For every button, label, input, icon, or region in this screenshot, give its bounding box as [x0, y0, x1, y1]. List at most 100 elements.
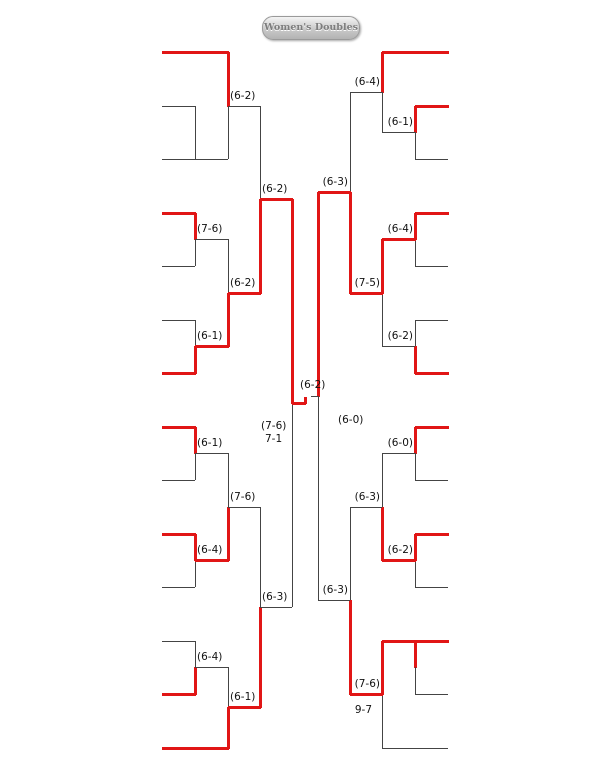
winner-path-line: [349, 192, 352, 294]
match-score: (6-1): [387, 116, 413, 129]
match-score: (7-6): [197, 223, 223, 236]
bracket-line: [162, 159, 228, 160]
bracket-line: [415, 239, 416, 266]
winner-path-line: [382, 238, 416, 242]
match-score: (6-2): [300, 379, 326, 392]
bracket-line: [415, 560, 416, 587]
winner-path-line: [415, 211, 449, 215]
winner-path-line: [414, 426, 417, 455]
match-score: (6-0): [387, 437, 413, 450]
bracket-line: [260, 506, 261, 608]
winner-path-line: [415, 532, 449, 536]
bracket-line: [292, 403, 293, 608]
winner-path-line: [162, 211, 196, 215]
match-score: (6-3): [322, 176, 348, 189]
winner-path-line: [414, 105, 417, 134]
bracket-line: [311, 396, 318, 398]
bracket-line: [162, 159, 195, 160]
bracket-line: [382, 292, 383, 347]
bracket-line: [415, 694, 448, 695]
bracket-line: [162, 640, 195, 642]
match-score: 7-1: [265, 433, 283, 446]
winner-path-line: [228, 291, 261, 295]
match-score: (7-6): [261, 420, 287, 433]
winner-path-line: [227, 52, 230, 107]
winner-path-line: [292, 402, 306, 406]
bracket-line: [228, 239, 229, 293]
bracket-line: [415, 319, 416, 347]
match-score: (6-3): [322, 584, 348, 597]
bracket-line: [415, 480, 448, 481]
bracket-line: [195, 640, 196, 668]
bracket-line: [415, 319, 448, 321]
winner-path-line: [414, 346, 417, 374]
winner-path-line: [415, 104, 449, 108]
bracket-line: [228, 105, 229, 159]
match-score: (7-5): [354, 276, 380, 289]
winner-path-line: [195, 559, 229, 563]
winner-path-line: [227, 292, 230, 348]
winner-path-line: [350, 693, 383, 696]
bracket-line: [415, 266, 448, 267]
winner-path-line: [195, 345, 229, 349]
winner-path-line: [381, 640, 384, 695]
winner-path-line: [381, 239, 384, 294]
winner-path-line: [194, 212, 197, 241]
winner-path-line: [415, 425, 449, 429]
winner-path-line: [162, 372, 196, 375]
bracket-line: [228, 105, 260, 107]
bracket-line: [228, 667, 229, 708]
bracket-line: [195, 667, 228, 669]
bracket-line: [415, 132, 416, 159]
bracket-line: [415, 667, 416, 694]
winner-path-line: [291, 199, 294, 405]
bracket-line: [350, 506, 351, 601]
bracket-line: [350, 506, 382, 508]
winner-path-line: [350, 291, 383, 295]
bracket-line: [162, 480, 195, 481]
winner-path-line: [194, 346, 197, 374]
winner-path-line: [162, 693, 196, 696]
match-score: (6-4): [197, 651, 223, 664]
winner-path-line: [259, 607, 262, 709]
match-score: (7-6): [230, 490, 256, 503]
bracket-line: [415, 587, 448, 588]
winner-path-line: [317, 192, 320, 398]
winner-path-line: [162, 425, 196, 429]
bracket-line: [228, 453, 229, 507]
winner-path-line: [228, 706, 261, 710]
bracket-line: [195, 453, 228, 455]
bracket-line: [318, 396, 319, 601]
winner-path-line: [260, 198, 293, 202]
bracket-title: Women's Doubles: [262, 16, 360, 40]
bracket-line: [195, 319, 196, 347]
bracket-line: [350, 92, 351, 193]
winner-path-line: [415, 372, 449, 375]
match-score: (6-2): [387, 330, 413, 343]
winner-path-line: [349, 600, 352, 695]
bracket-line: [318, 600, 350, 602]
match-score: (6-1): [197, 437, 223, 450]
winner-path-line: [415, 639, 449, 643]
match-score: (6-4): [387, 223, 413, 236]
bracket-line: [162, 587, 195, 588]
winner-path-line: [414, 533, 417, 562]
bracket-line: [382, 92, 383, 133]
bracket-line: [260, 105, 261, 200]
match-score: (6-2): [230, 89, 256, 102]
match-score: (6-4): [354, 76, 380, 89]
bracket-line: [382, 747, 448, 749]
bracket-line: [162, 105, 195, 107]
match-score: (6-3): [262, 591, 288, 604]
match-score: (6-2): [387, 544, 413, 557]
bracket-line: [195, 239, 196, 266]
winner-path-line: [382, 559, 416, 563]
winner-path-line: [382, 51, 449, 54]
bracket-line: [382, 132, 415, 134]
winner-path-line: [194, 426, 197, 455]
bracket-line: [350, 92, 382, 94]
match-score: (6-1): [197, 330, 223, 343]
match-score: (6-2): [262, 183, 288, 196]
winner-path-line: [259, 199, 262, 294]
